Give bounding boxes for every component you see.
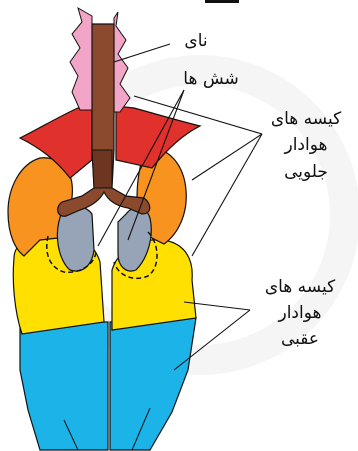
cervical-sac-left [70, 8, 92, 110]
label-anterior-line-1: کیسه های [258, 108, 354, 131]
abdominal-sac-left [20, 322, 108, 450]
label-posterior-line-3: عقبی [252, 328, 348, 351]
leader-anterior-3 [192, 134, 262, 256]
label-anterior-line-2: هوادار [258, 134, 354, 157]
label-posterior-line-2: هوادار [252, 302, 348, 325]
abdominal-sac-right [110, 318, 196, 450]
label-lungs: شش ها [176, 68, 246, 91]
label-posterior-line-1: کیسه های [252, 276, 348, 299]
label-anterior-line-3: جلویی [258, 161, 354, 184]
cervical-sac-right [114, 12, 130, 112]
label-trachea: نای [176, 30, 216, 53]
leader-anterior-2 [192, 134, 262, 180]
